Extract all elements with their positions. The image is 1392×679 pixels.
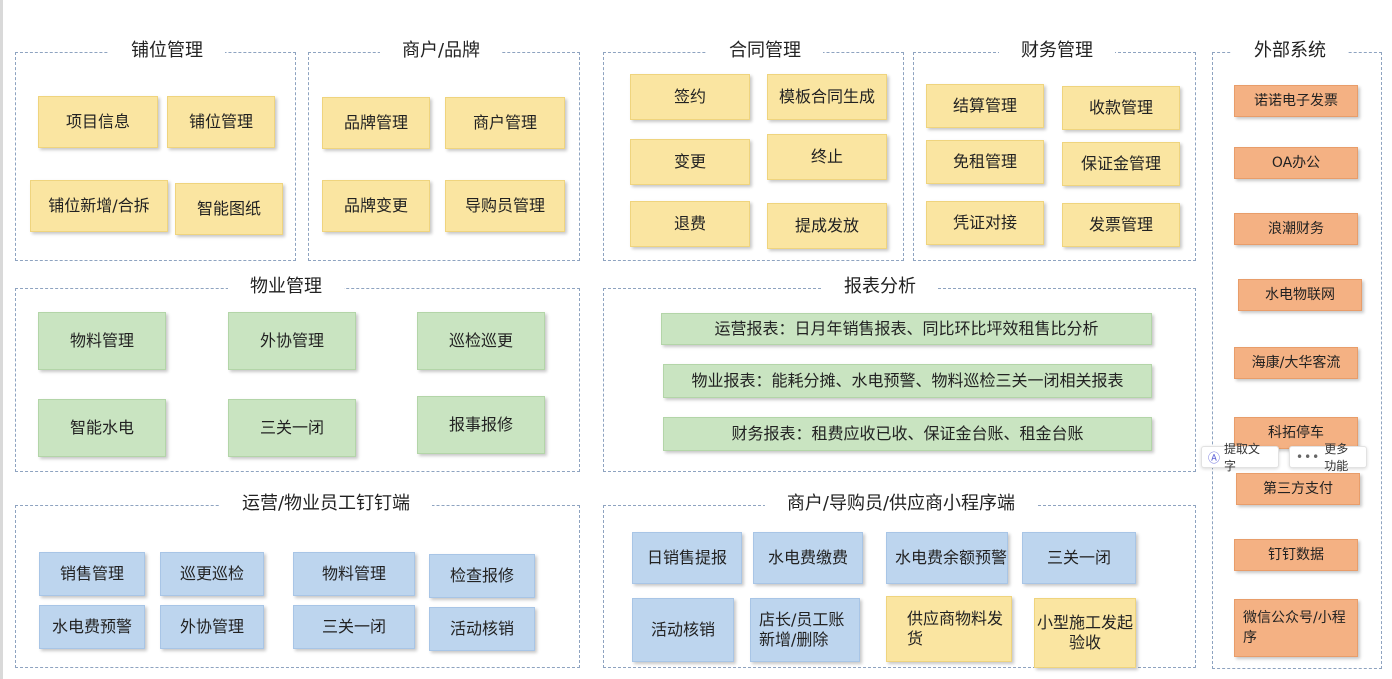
- box-brand-change[interactable]: 品牌变更: [322, 180, 430, 232]
- box-supplier-ship[interactable]: 供应商物料发货: [886, 596, 1012, 662]
- box-sign[interactable]: 签约: [630, 74, 750, 120]
- box-three-close-ding[interactable]: 三关一闭: [293, 605, 415, 649]
- box-nuonuo-invoice[interactable]: 诺诺电子发票: [1234, 85, 1358, 117]
- extract-text-label: 提取文字: [1224, 442, 1261, 473]
- box-finance-report[interactable]: 财务报表：租费应收已收、保证金台账、租金台账: [663, 417, 1152, 451]
- box-inspect-repair[interactable]: 检查报修: [429, 554, 535, 598]
- box-three-close-app[interactable]: 三关一闭: [1022, 532, 1136, 584]
- box-operation-report[interactable]: 运营报表：日月年销售报表、同比环比坪效租售比分析: [661, 313, 1152, 345]
- box-oa[interactable]: OA办公: [1234, 147, 1358, 179]
- box-third-pay[interactable]: 第三方支付: [1236, 473, 1360, 505]
- box-shop-slot-manage[interactable]: 铺位管理: [167, 96, 275, 148]
- box-patrol[interactable]: 巡检巡更: [417, 312, 545, 370]
- box-brand-manage[interactable]: 品牌管理: [322, 97, 430, 149]
- box-material-ding[interactable]: 物料管理: [293, 552, 415, 596]
- box-sales[interactable]: 销售管理: [39, 552, 145, 596]
- box-property-report[interactable]: 物业报表：能耗分摊、水电预警、物料巡检三关一闭相关报表: [663, 364, 1152, 398]
- group-external: 外部系统 诺诺电子发票 OA办公 浪潮财务 水电物联网 海康/大华客流 科拓停车…: [1212, 39, 1382, 669]
- more-dots-icon: •••: [1296, 450, 1321, 464]
- group-reports: 报表分析 运营报表：日月年销售报表、同比环比坪效租售比分析 物业报表：能耗分摊、…: [603, 275, 1196, 472]
- box-smart-drawing[interactable]: 智能图纸: [175, 183, 283, 235]
- group-miniapp: 商户/导购员/供应商小程序端 日销售提报 水电费缴费 水电费余额预警 三关一闭 …: [603, 492, 1196, 668]
- box-utility-pay[interactable]: 水电费缴费: [753, 532, 863, 584]
- more-functions-label: 更多功能: [1324, 442, 1349, 473]
- group-title: 合同管理: [707, 39, 823, 63]
- box-template-contract[interactable]: 模板合同生成: [767, 74, 887, 120]
- group-merchant-brand: 商户/品牌 品牌管理 商户管理 品牌变更 导购员管理: [308, 39, 580, 261]
- box-deposit[interactable]: 保证金管理: [1062, 142, 1180, 186]
- box-repair[interactable]: 报事报修: [417, 396, 545, 454]
- group-title: 商户/品牌: [379, 39, 503, 63]
- group-title: 运营/物业员工钉钉端: [219, 492, 433, 516]
- box-smart-utility[interactable]: 智能水电: [38, 399, 166, 457]
- box-iot-utility[interactable]: 水电物联网: [1238, 279, 1362, 311]
- left-edge-line: [0, 0, 3, 679]
- group-title: 报表分析: [822, 275, 938, 299]
- box-parking[interactable]: 科拓停车: [1234, 417, 1358, 449]
- box-staff-account[interactable]: 店长/员工账新增/删除: [750, 598, 860, 662]
- box-wechat[interactable]: 微信公众号/小程序: [1234, 599, 1358, 657]
- box-project-info[interactable]: 项目信息: [38, 96, 158, 148]
- group-title: 铺位管理: [109, 39, 225, 63]
- box-shop-add-merge[interactable]: 铺位新增/合拆: [30, 180, 168, 232]
- box-outsourcing-ding[interactable]: 外协管理: [160, 605, 264, 649]
- group-finance: 财务管理 结算管理 收款管理 免租管理 保证金管理 凭证对接 发票管理: [913, 39, 1196, 261]
- extract-text-button[interactable]: Ⓐ 提取文字: [1201, 442, 1279, 473]
- box-terminate[interactable]: 终止: [767, 134, 887, 180]
- box-small-construction[interactable]: 小型施工发起验收: [1034, 598, 1136, 668]
- box-merchant-manage[interactable]: 商户管理: [445, 97, 565, 149]
- box-refund[interactable]: 退费: [630, 201, 750, 247]
- box-patrol-check[interactable]: 巡更巡检: [160, 552, 264, 596]
- group-title: 商户/导购员/供应商小程序端: [764, 492, 1038, 516]
- group-contract: 合同管理 签约 模板合同生成 变更 终止 退费 提成发放: [603, 39, 904, 261]
- box-invoice[interactable]: 发票管理: [1062, 203, 1180, 247]
- box-daily-sales[interactable]: 日销售提报: [632, 532, 742, 584]
- group-title: 财务管理: [999, 39, 1115, 63]
- box-utility-alert[interactable]: 水电费预警: [39, 605, 145, 649]
- box-activity-app[interactable]: 活动核销: [632, 598, 734, 662]
- more-functions-button[interactable]: ••• 更多功能: [1289, 442, 1367, 473]
- box-rent-free[interactable]: 免租管理: [926, 140, 1044, 184]
- box-activity-verify[interactable]: 活动核销: [429, 607, 535, 651]
- box-material[interactable]: 物料管理: [38, 312, 166, 370]
- box-outsourcing[interactable]: 外协管理: [228, 312, 356, 370]
- group-property: 物业管理 物料管理 外协管理 巡检巡更 智能水电 三关一闭 报事报修: [15, 275, 580, 472]
- box-voucher[interactable]: 凭证对接: [926, 201, 1044, 245]
- box-settlement[interactable]: 结算管理: [926, 84, 1044, 128]
- box-dingtalk-data[interactable]: 钉钉数据: [1234, 539, 1358, 571]
- text-extract-icon: Ⓐ: [1208, 450, 1221, 465]
- box-traffic[interactable]: 海康/大华客流: [1234, 347, 1358, 379]
- box-collection[interactable]: 收款管理: [1062, 86, 1180, 130]
- group-dingtalk: 运营/物业员工钉钉端 销售管理 巡更巡检 物料管理 检查报修 水电费预警 外协管…: [15, 492, 580, 668]
- box-change[interactable]: 变更: [630, 139, 750, 185]
- box-langchao[interactable]: 浪潮财务: [1234, 213, 1358, 245]
- box-balance-alert[interactable]: 水电费余额预警: [886, 532, 1008, 584]
- group-title: 外部系统: [1232, 39, 1348, 63]
- group-shop-slot: 铺位管理 项目信息 铺位管理 铺位新增/合拆 智能图纸: [15, 39, 296, 261]
- group-title: 物业管理: [228, 275, 344, 299]
- box-guide-manage[interactable]: 导购员管理: [445, 180, 565, 232]
- box-three-close[interactable]: 三关一闭: [228, 399, 356, 457]
- box-commission[interactable]: 提成发放: [767, 203, 887, 249]
